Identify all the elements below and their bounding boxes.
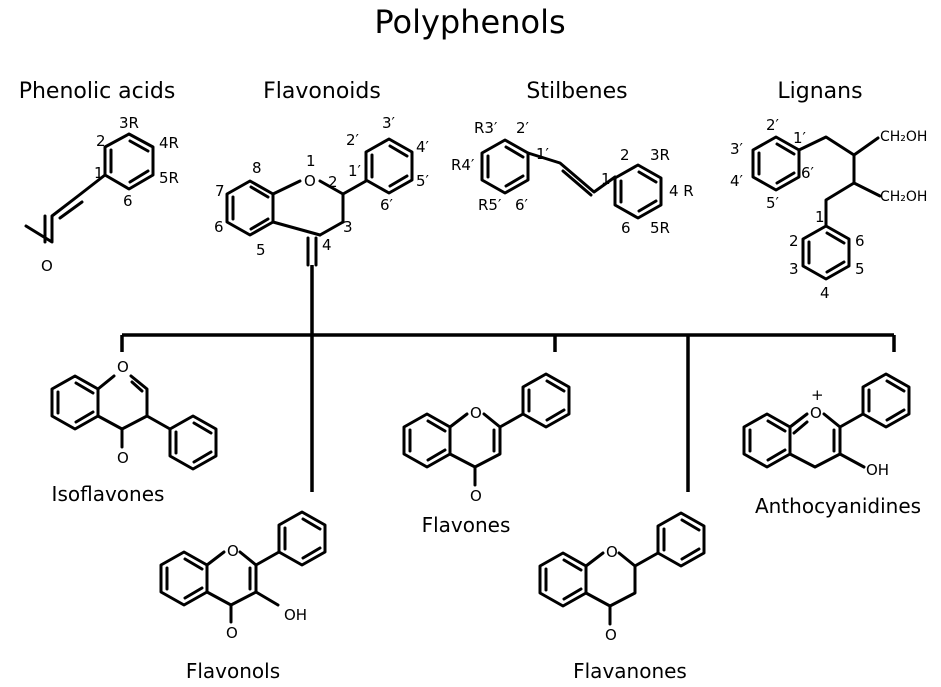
ch2oh-group: CH₂OH bbox=[880, 129, 927, 145]
atom-oxygen: O bbox=[226, 624, 238, 642]
ch2oh-group: CH₂OH bbox=[880, 189, 927, 205]
atom-oxygen: O bbox=[117, 449, 129, 467]
atom-oxygen: O bbox=[227, 542, 239, 560]
atom-label: 2 bbox=[96, 132, 106, 150]
atom-label: 3R bbox=[119, 114, 139, 132]
atom-oxygen: O bbox=[605, 626, 617, 644]
atom-label: 3 bbox=[789, 260, 799, 278]
atom-oxygen: O bbox=[606, 543, 618, 561]
atom-label: 4R bbox=[159, 134, 179, 152]
subclass-flavanones: Flavanones bbox=[573, 659, 687, 683]
positive-charge: + bbox=[811, 386, 824, 404]
diagram-title: Polyphenols bbox=[374, 3, 565, 41]
subclass-flavones: Flavones bbox=[422, 513, 511, 537]
anthocyanidine-structure bbox=[742, 372, 911, 469]
atom-label: 6′ bbox=[515, 196, 529, 214]
category-lignans: Lignans bbox=[777, 79, 862, 104]
phenolic-acid-structure bbox=[24, 132, 155, 244]
atom-label: 2′ bbox=[516, 119, 530, 137]
atom-label: 5R bbox=[159, 169, 179, 187]
atom-label: R4′ bbox=[451, 156, 475, 174]
atom-oxygen: O bbox=[470, 487, 482, 505]
atom-label: 3′ bbox=[382, 114, 396, 132]
subclass-anthocyanidines: Anthocyanidines bbox=[755, 494, 921, 518]
isoflavone-structure bbox=[50, 374, 218, 471]
atom-label: 5′ bbox=[416, 172, 430, 190]
atom-label: 6 bbox=[855, 232, 865, 250]
atom-label: 6′ bbox=[380, 196, 394, 214]
atom-label: 4 bbox=[820, 284, 830, 302]
category-phenolic-acids: Phenolic acids bbox=[19, 79, 176, 104]
atom-label: 3′ bbox=[730, 140, 744, 158]
atom-label: 1 bbox=[94, 164, 104, 182]
atom-label: 4′ bbox=[730, 172, 744, 190]
tree-connectors bbox=[120, 265, 896, 492]
atom-label: 1 bbox=[306, 152, 316, 170]
atom-label: 3 bbox=[343, 218, 353, 236]
atom-label: 4 bbox=[322, 236, 332, 254]
atom-label: 1 bbox=[601, 170, 611, 188]
atom-label: 5 bbox=[256, 241, 266, 259]
atom-label: 5′ bbox=[766, 194, 780, 212]
atom-label: 2′ bbox=[766, 116, 780, 134]
atom-label: 4 R bbox=[669, 182, 694, 200]
stilbene-structure bbox=[480, 138, 663, 220]
atom-label: 1 bbox=[815, 208, 825, 226]
atom-label: 6 bbox=[621, 219, 631, 237]
atom-label: R5′ bbox=[478, 196, 502, 214]
atom-label: 5 bbox=[855, 260, 865, 278]
atom-label: 3R bbox=[650, 146, 670, 164]
atom-label: 6 bbox=[214, 218, 224, 236]
atom-label: 4′ bbox=[416, 138, 430, 156]
flavonoid-structure bbox=[225, 137, 414, 267]
atom-label: 2 bbox=[620, 146, 630, 164]
atom-label: 2 bbox=[328, 173, 338, 191]
atom-label: R3′ bbox=[474, 119, 498, 137]
lignan-structure bbox=[751, 135, 882, 281]
atom-oxygen: O bbox=[117, 358, 129, 376]
atom-label: 6′ bbox=[801, 164, 815, 182]
subclass-isoflavones: Isoflavones bbox=[52, 482, 165, 506]
atom-oxygen: O bbox=[304, 172, 316, 190]
category-stilbenes: Stilbenes bbox=[526, 79, 627, 104]
atom-label: 1′ bbox=[348, 162, 362, 180]
atom-label: 6 bbox=[123, 192, 133, 210]
flavanone-structure bbox=[538, 511, 706, 626]
atom-label: 1′ bbox=[793, 129, 807, 147]
category-flavonoids: Flavonoids bbox=[263, 79, 381, 104]
subclass-flavonols: Flavonols bbox=[186, 659, 280, 683]
hydroxyl-group: OH bbox=[284, 606, 307, 624]
atom-label: 7 bbox=[215, 182, 225, 200]
atom-label: 8 bbox=[252, 159, 262, 177]
atom-oxygen: O bbox=[470, 404, 482, 422]
atom-label: 2′ bbox=[346, 131, 360, 149]
atom-label: 1′ bbox=[536, 145, 550, 163]
flavone-structure bbox=[402, 372, 571, 487]
atom-oxygen: O bbox=[41, 257, 53, 275]
atom-oxygen: O bbox=[810, 404, 822, 422]
flavonol-structure bbox=[159, 510, 327, 624]
hydroxyl-group: OH bbox=[866, 461, 889, 479]
atom-label: 2 bbox=[789, 232, 799, 250]
atom-label: 5R bbox=[650, 219, 670, 237]
